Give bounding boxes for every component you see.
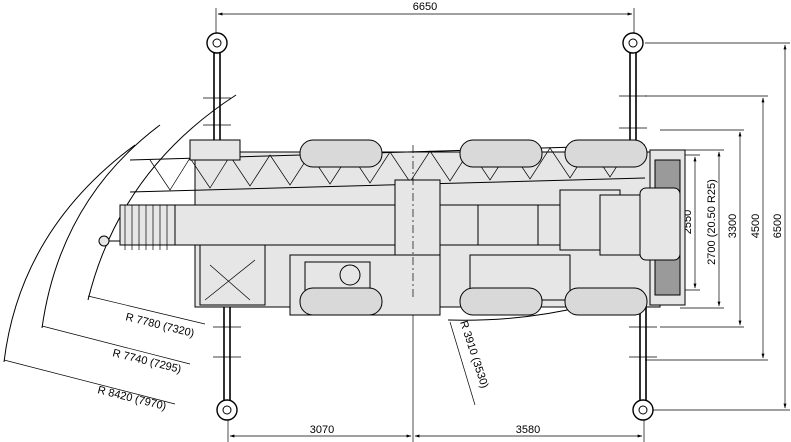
- radius-label-7780: R 7780 (7320): [124, 311, 195, 340]
- boom-head: [98, 204, 176, 250]
- dim-label-6650: 6650: [413, 1, 437, 13]
- main-boom: [169, 179, 641, 256]
- tail-radius: R 3910 (3530): [447, 305, 586, 406]
- outrigger-rear-bottom: [629, 305, 657, 421]
- wheels: [299, 139, 648, 316]
- dimension-bottom: 3070 3580: [227, 300, 645, 442]
- dimension-top-6650: 6650: [215, 1, 635, 40]
- dim-label-6500: 6500: [772, 214, 784, 238]
- dim-label-3580: 3580: [516, 424, 540, 436]
- radius-label-8420: R 8420 (7970): [96, 384, 167, 413]
- dim-label-2700: 2700 (20.50 R25): [706, 179, 718, 265]
- dim-label-3070: 3070: [310, 424, 334, 436]
- outrigger-rear-top: [619, 32, 647, 150]
- radius-label-7740: R 7740 (7295): [111, 347, 182, 376]
- lattice-jib: [129, 139, 646, 193]
- outrigger-front-top: [203, 32, 231, 150]
- dim-label-3300: 3300: [727, 214, 739, 238]
- dim-label-4500: 4500: [750, 214, 762, 238]
- radius-label-3910: R 3910 (3530): [457, 319, 490, 390]
- outrigger-front-bottom: [213, 305, 241, 421]
